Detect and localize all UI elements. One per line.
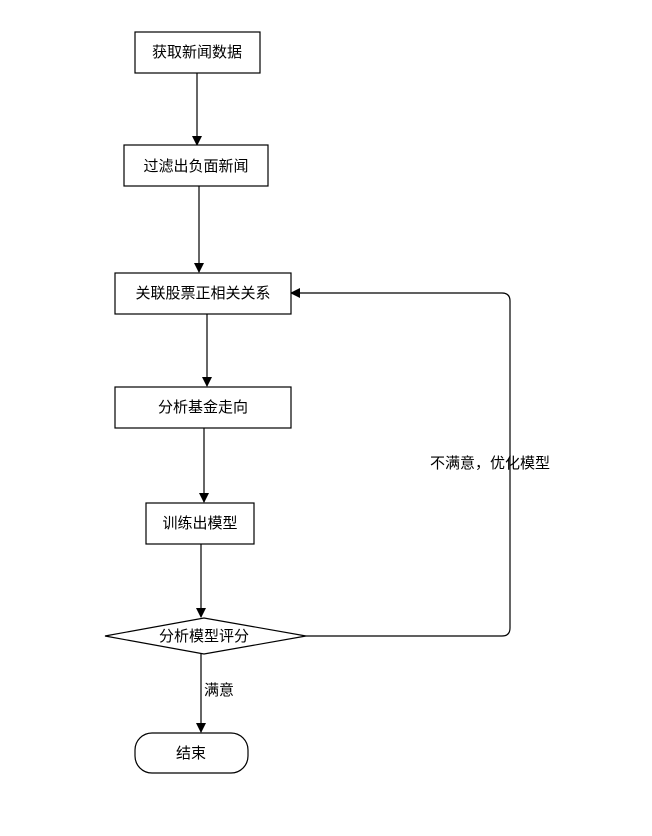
node-analyze-fund-box [114, 386, 292, 429]
node-correlate-stocks-label: 关联股票正相关关系 [135, 284, 270, 302]
node-fetch-news: 获取新闻数据 [134, 31, 261, 74]
node-score-model-diamond [104, 617, 307, 655]
node-filter-negative-label: 过滤出负面新闻 [143, 157, 248, 175]
node-fetch-news-label: 获取新闻数据 [152, 43, 242, 61]
node-analyze-fund-label: 分析基金走向 [158, 398, 248, 416]
node-train-model-label: 训练出模型 [162, 514, 237, 532]
node-train-model: 训练出模型 [145, 502, 255, 545]
node-filter-negative: 过滤出负面新闻 [123, 144, 269, 187]
node-score-model: 分析模型评分 [104, 617, 307, 655]
node-fetch-news-box [134, 31, 261, 74]
node-end: 结束 [134, 732, 249, 774]
edge-score-to-correlate [290, 288, 511, 637]
node-score-model-label: 分析模型评分 [159, 627, 249, 645]
node-end-label: 结束 [176, 744, 206, 762]
node-correlate-stocks-box [114, 272, 292, 315]
node-correlate-stocks: 关联股票正相关关系 [114, 272, 292, 315]
edge-label-satisfied: 满意 [204, 681, 234, 699]
node-analyze-fund: 分析基金走向 [114, 386, 292, 429]
node-filter-negative-box [123, 144, 269, 187]
node-train-model-box [145, 502, 255, 545]
node-end-box [134, 732, 249, 774]
edge-label-unsatisfied: 不满意，优化模型 [430, 454, 550, 472]
